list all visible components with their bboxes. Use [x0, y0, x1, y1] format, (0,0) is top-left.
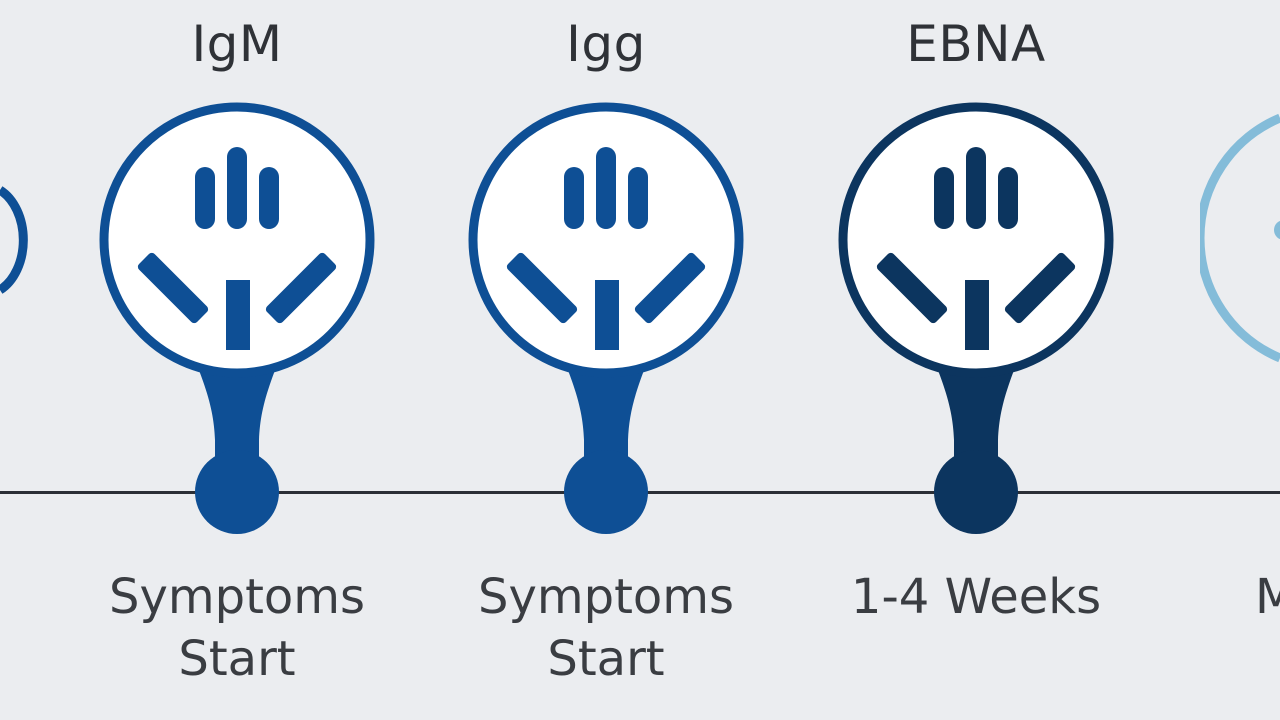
pin-shape	[99, 102, 375, 534]
pin	[456, 95, 756, 545]
antibody-icon	[876, 147, 1076, 350]
timeline-marker-igg: Igg Symptoms Start	[456, 0, 756, 720]
marker-title: EBNA	[906, 15, 1046, 73]
antibody-icon	[137, 147, 337, 350]
marker-label: Symptoms Start	[108, 569, 366, 687]
pin-shape	[468, 102, 744, 534]
pin	[826, 95, 1126, 545]
timeline-marker-ebna: EBNA 1-4 Weeks	[826, 0, 1126, 720]
timeline-marker-igm: IgM Symptoms Start	[87, 0, 387, 720]
pin-shape	[838, 102, 1114, 534]
marker-label: 1-4 Weeks	[850, 569, 1102, 625]
marker-title: IgM	[191, 15, 283, 73]
marker-label: Symptoms Start	[477, 569, 735, 687]
partial-marker-left	[0, 186, 28, 294]
antibody-icon	[506, 147, 706, 350]
pin	[87, 95, 387, 545]
partial-marker-right-label: M	[1255, 569, 1280, 625]
partial-marker-right	[1200, 113, 1280, 363]
marker-title: Igg	[566, 15, 646, 73]
